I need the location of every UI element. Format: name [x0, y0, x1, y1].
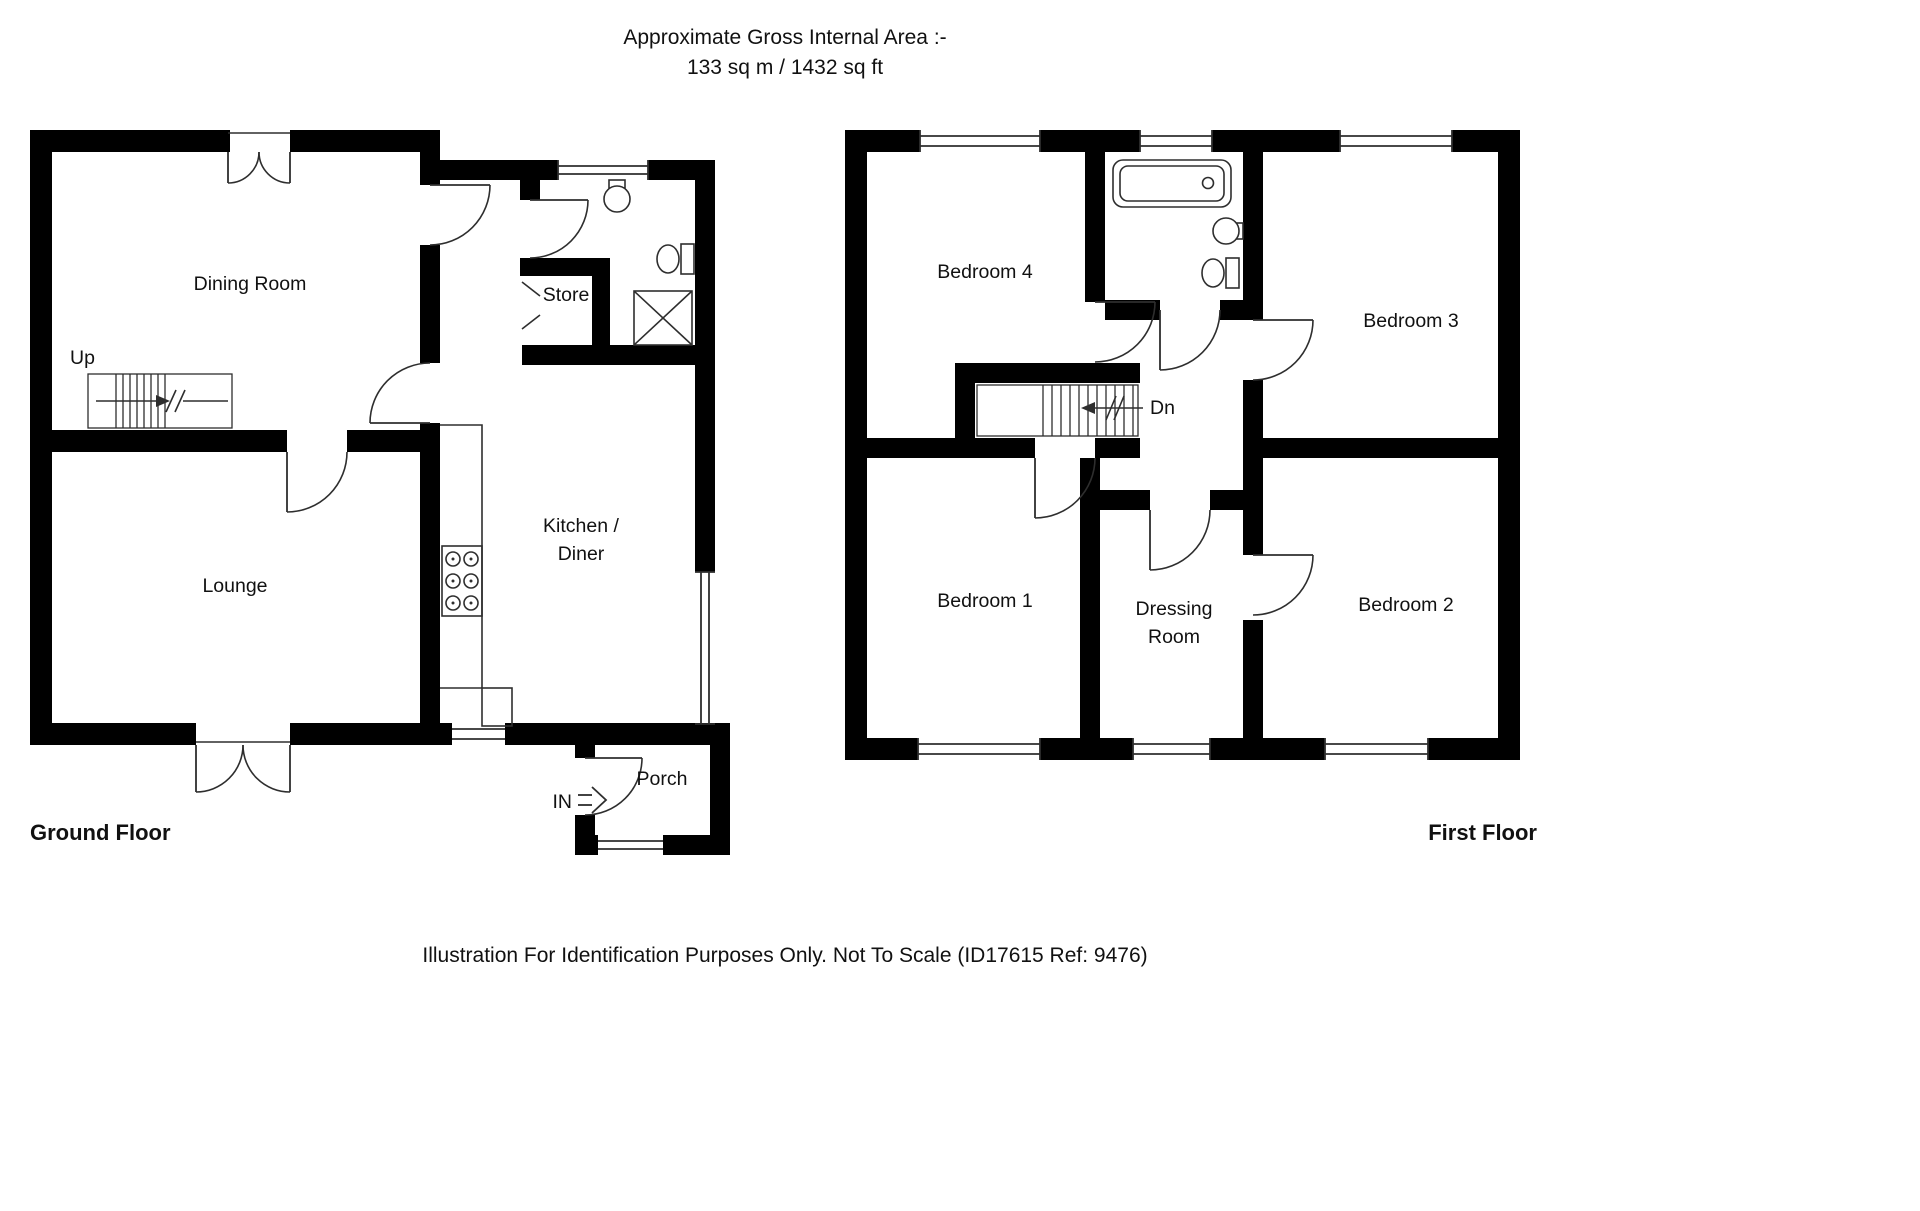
in-label: IN: [553, 791, 573, 813]
stairs-up-icon: [87, 373, 233, 429]
door-arc: [1149, 509, 1211, 571]
window: [1139, 130, 1213, 152]
ground-floor-walls: [30, 130, 730, 855]
first-floor-fixtures: [1112, 159, 1244, 289]
hob-icon: [441, 545, 483, 617]
door-arc: [1252, 319, 1314, 381]
dressing-room-label-line2: Room: [1148, 626, 1200, 648]
bedroom2-label: Bedroom 2: [1358, 594, 1453, 616]
dn-label: Dn: [1150, 397, 1175, 419]
door-arc: [1094, 301, 1156, 363]
window: [1132, 738, 1211, 760]
first-floor-doors: [1034, 301, 1314, 616]
door-arc: [1159, 309, 1221, 371]
door-arc: [258, 151, 291, 184]
footer-disclaimer: Illustration For Identification Purposes…: [422, 944, 1147, 967]
door-arc: [429, 184, 491, 246]
door-arc: [1034, 457, 1096, 519]
shower-icon: [633, 290, 693, 346]
store-entry-lines: [521, 281, 541, 330]
window: [598, 840, 663, 850]
porch-label: Porch: [637, 768, 688, 790]
window: [917, 738, 1041, 760]
door-arc: [286, 451, 348, 513]
sink-icon: [603, 179, 631, 213]
kitchen-label-line2: Diner: [558, 543, 605, 565]
ground-floor-doors: [195, 151, 643, 816]
dining-room-label: Dining Room: [194, 273, 307, 295]
kitchen-label-line1: Kitchen /: [543, 515, 619, 537]
first-floor-labels: Bedroom 4 Bedroom 3 Bedroom 1 Bedroom 2 …: [937, 261, 1537, 845]
sink-icon: [1212, 217, 1244, 245]
dressing-room-label-line1: Dressing: [1136, 598, 1213, 620]
bedroom3-label: Bedroom 3: [1363, 310, 1458, 332]
toilet-icon: [656, 243, 695, 275]
bath-icon: [1112, 159, 1232, 208]
door-arc: [369, 362, 431, 424]
first-floor-walls: [845, 130, 1520, 760]
door-arc: [227, 151, 260, 184]
ground-floor-fixtures: [440, 179, 695, 814]
door-arc: [584, 757, 643, 816]
entry-arrow-icon: [578, 786, 608, 814]
ground-floor-plan: Dining Room Up Lounge Store Kitchen / Di…: [30, 130, 730, 855]
store-label: Store: [543, 284, 590, 306]
ground-floor-labels: Dining Room Up Lounge Store Kitchen / Di…: [30, 273, 687, 845]
window: [452, 728, 505, 740]
toilet-icon: [1201, 257, 1240, 289]
window: [919, 130, 1041, 152]
ground-floor-title: Ground Floor: [30, 820, 171, 845]
bedroom1-label: Bedroom 1: [937, 590, 1032, 612]
door-arc: [529, 199, 589, 259]
window: [1324, 738, 1429, 760]
header-line2: 133 sq m / 1432 sq ft: [687, 56, 883, 79]
door-arc: [242, 744, 291, 793]
door-arc: [195, 744, 244, 793]
up-label: Up: [70, 347, 95, 369]
first-floor-windows: [917, 130, 1453, 760]
ground-floor-windows: [196, 132, 715, 850]
window: [1339, 130, 1453, 152]
window: [695, 571, 715, 725]
door-arc: [1252, 554, 1314, 616]
window: [557, 160, 649, 180]
first-floor-plan: Bedroom 4 Bedroom 3 Bedroom 1 Bedroom 2 …: [845, 130, 1537, 845]
lounge-label: Lounge: [202, 575, 267, 597]
stairs-down-icon: [976, 384, 1143, 437]
bedroom4-label: Bedroom 4: [937, 261, 1033, 283]
first-floor-title: First Floor: [1428, 820, 1537, 845]
header-line1: Approximate Gross Internal Area :-: [623, 26, 946, 49]
